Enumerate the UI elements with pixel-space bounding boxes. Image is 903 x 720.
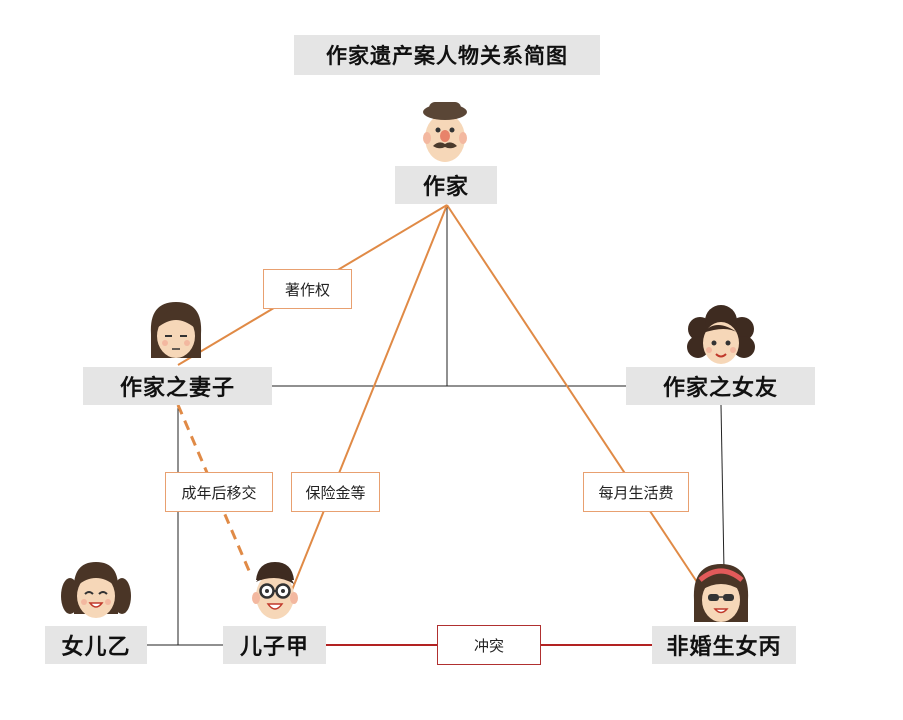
girlfriend-avatar <box>687 305 755 364</box>
daughter-yi-node: 女儿乙 <box>45 626 147 664</box>
writer-node: 作家 <box>395 166 497 204</box>
daughter-bing-node: 非婚生女丙 <box>652 626 796 664</box>
girlfriend-down-connector <box>720 404 725 571</box>
son-jia-avatar <box>252 562 298 619</box>
conflict-label: 冲突 <box>437 625 541 665</box>
daughter-bing-avatar <box>693 564 749 622</box>
monthly-living-line <box>446 204 698 583</box>
wife-node: 作家之妻子 <box>83 367 272 405</box>
insurance-label: 保险金等 <box>291 472 380 512</box>
monthly-living-label: 每月生活费 <box>583 472 689 512</box>
copyright-label: 著作权 <box>263 269 352 309</box>
insurance-line <box>291 204 448 591</box>
wife-avatar <box>150 302 202 358</box>
writer-avatar <box>423 102 467 162</box>
girlfriend-node: 作家之女友 <box>626 367 815 405</box>
son-jia-node: 儿子甲 <box>223 626 326 664</box>
daughter-yi-avatar <box>61 562 131 618</box>
diagram-title: 作家遗产案人物关系简图 <box>294 35 600 75</box>
after-adult-label: 成年后移交 <box>165 472 273 512</box>
